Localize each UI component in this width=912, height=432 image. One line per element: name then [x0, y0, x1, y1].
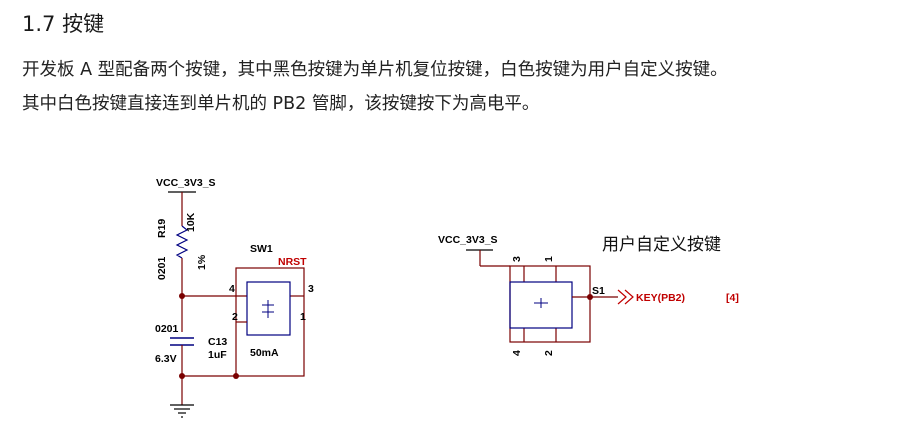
- switch-s1-body: [509, 281, 573, 329]
- resistor-package: 0201: [156, 256, 168, 280]
- sw1-pin-4: 4: [229, 283, 235, 295]
- s1-pin-2: 2: [543, 350, 555, 356]
- switch-rating: 50mA: [250, 347, 279, 359]
- reset-vcc-label: VCC_3V3_S: [156, 177, 216, 189]
- paragraph-2: 其中白色按键直接连到单片机的 PB2 管脚，该按键按下为高电平。: [22, 94, 540, 114]
- paragraph-1: 开发板 A 型配备两个按键，其中黑色按键为单片机复位按键，白色按键为用户自定义按…: [22, 60, 728, 80]
- reset-net-label: NRST: [278, 256, 307, 268]
- section-title: 1.7 按键: [22, 12, 105, 36]
- cap-package: 0201: [155, 323, 179, 335]
- cap-voltage: 6.3V: [155, 353, 177, 365]
- s1-pin-3: 3: [511, 256, 523, 262]
- user-key-title: 用户自定义按键: [602, 235, 721, 255]
- switch-ref: SW1: [250, 243, 273, 255]
- ground-icon: [170, 404, 194, 418]
- sw1-pin-2: 2: [232, 311, 238, 323]
- s1-ref: S1: [592, 285, 605, 297]
- s1-pin-1: 1: [543, 256, 555, 262]
- s1-pin-4: 4: [511, 350, 523, 356]
- cap-ref: C13: [208, 336, 227, 348]
- reset-circuit: VCC_3V3_S R19 10K 1% 0201 SW1 NRST 4 3 2…: [155, 177, 314, 418]
- user-key-circuit: 用户自定义按键 VCC_3V3_S 3 1 4 2 S1 KEY(PB2) [4…: [438, 234, 739, 356]
- key-net-label: KEY(PB2): [636, 292, 685, 304]
- resistor-ref: R19: [156, 219, 168, 238]
- net-connector-icon: [617, 289, 627, 305]
- sheet-reference: [4]: [726, 292, 739, 304]
- cap-value: 1uF: [208, 349, 227, 361]
- user-vcc-label: VCC_3V3_S: [438, 234, 498, 246]
- sw1-pin-3: 3: [308, 283, 314, 295]
- sw1-pin-1: 1: [300, 311, 306, 323]
- resistor-value: 10K: [185, 212, 197, 232]
- switch-sw1-body: [246, 281, 291, 336]
- resistor-tolerance: 1%: [196, 254, 208, 270]
- resistor-r19: [175, 225, 189, 259]
